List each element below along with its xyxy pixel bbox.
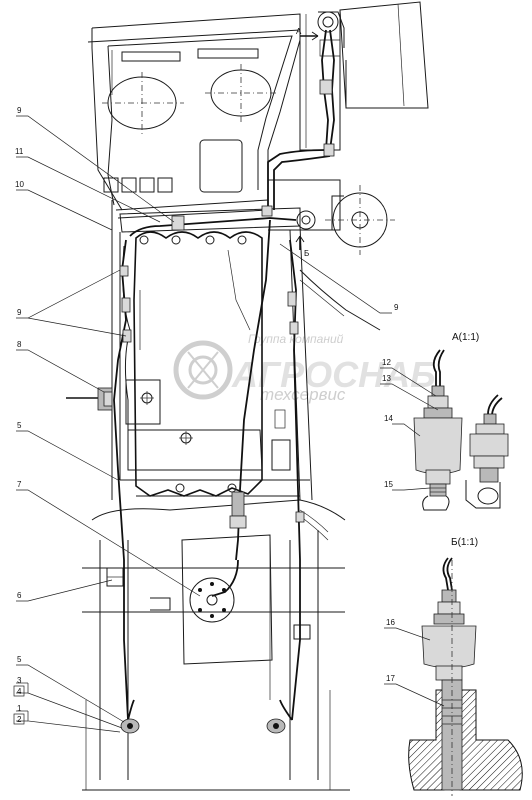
callout-15: 15 bbox=[384, 480, 393, 489]
callout-13: 13 bbox=[382, 374, 391, 383]
callout-9-left: 9 bbox=[17, 308, 22, 317]
watermark-logo-icon bbox=[173, 340, 233, 400]
callout-2: 2 bbox=[17, 715, 22, 724]
marker-a: А bbox=[296, 27, 302, 36]
callout-8: 8 bbox=[17, 340, 22, 349]
engine-block bbox=[111, 200, 381, 501]
view-b-title: Б(1:1) bbox=[451, 537, 478, 548]
callout-12: 12 bbox=[382, 358, 391, 367]
detail-view-a: А(1:1) 12 13 14 15 bbox=[380, 332, 509, 511]
callout-labels: 9 11 10 9 9 8 5 7 6 5 3 4 1 2 bbox=[15, 106, 399, 724]
watermark-line3: техсервис bbox=[260, 385, 346, 404]
view-a-title: А(1:1) bbox=[452, 332, 479, 343]
watermark: Группа компаний АГРОСНАБ техсервис bbox=[173, 332, 436, 404]
callout-6: 6 bbox=[17, 591, 22, 600]
callout-10: 10 bbox=[15, 180, 24, 189]
marker-b: Б bbox=[304, 249, 309, 258]
oil-sender-flange bbox=[189, 577, 235, 623]
callout-11: 11 bbox=[15, 147, 24, 156]
cab-structure bbox=[87, 1, 429, 231]
wiring-harness bbox=[66, 29, 335, 721]
lower-frame bbox=[82, 499, 350, 791]
detail-view-b: Б(1:1) 16 17 bbox=[384, 537, 523, 796]
callout-16: 16 bbox=[386, 618, 395, 627]
callout-14: 14 bbox=[384, 414, 393, 423]
callout-9-right: 9 bbox=[394, 303, 399, 312]
callout-5-bottom: 5 bbox=[17, 655, 22, 664]
callout-7: 7 bbox=[17, 480, 22, 489]
watermark-line1: Группа компаний bbox=[248, 332, 344, 346]
callout-5-left: 5 bbox=[17, 421, 22, 430]
callout-17: 17 bbox=[386, 674, 395, 683]
callout-9-top: 9 bbox=[17, 106, 22, 115]
callout-3: 3 bbox=[17, 676, 22, 685]
watermark-line2: АГРОСНАБ bbox=[231, 354, 436, 395]
callout-4: 4 bbox=[17, 687, 22, 696]
callout-1: 1 bbox=[17, 704, 22, 713]
section-markers: А Б bbox=[295, 27, 319, 258]
pulley-assembly bbox=[296, 11, 395, 255]
bottom-sensors bbox=[120, 699, 293, 734]
leader-lines bbox=[13, 115, 392, 733]
